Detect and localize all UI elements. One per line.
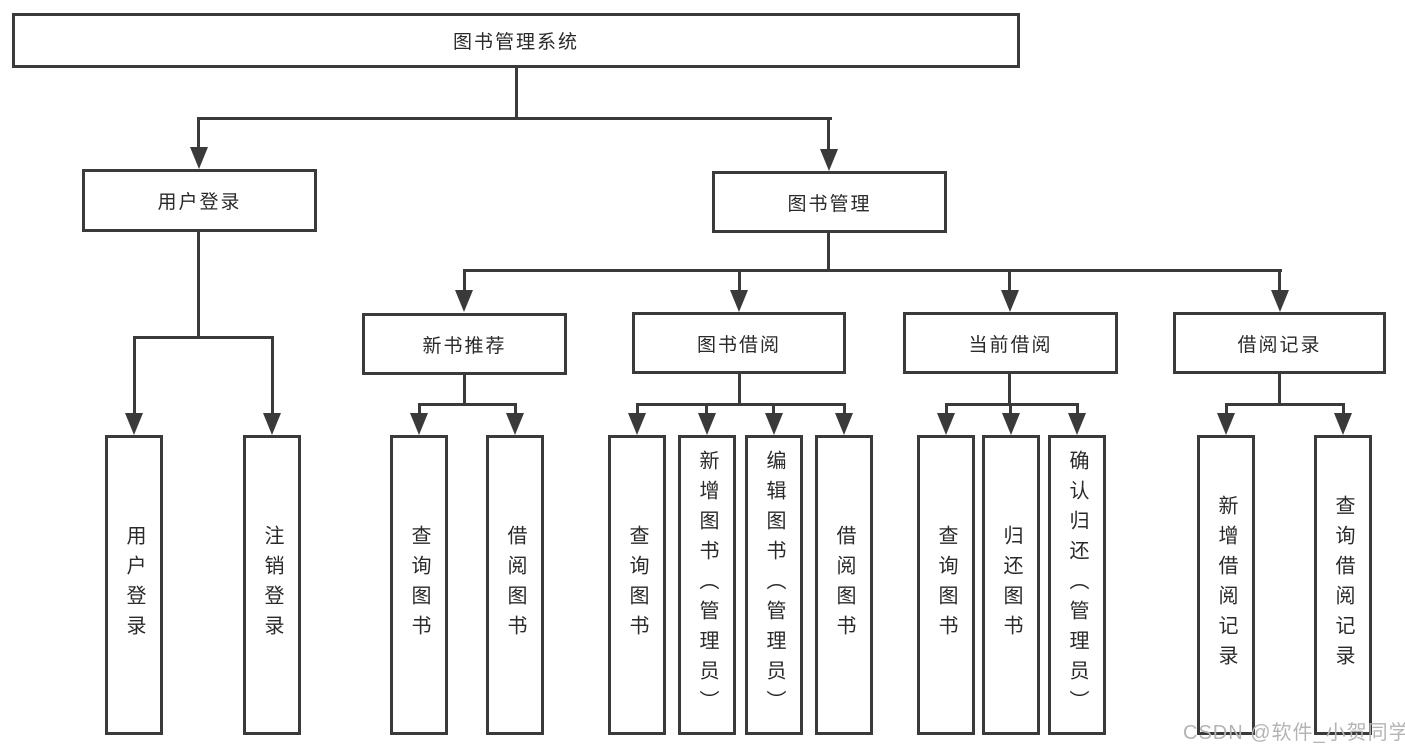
leaf-query-books-recommend: 查询图书 [390, 435, 448, 735]
connector-line [705, 403, 708, 415]
leaf-label: 确认归还（管理员） [1066, 450, 1088, 720]
leaf-label: 借阅图书 [833, 525, 855, 645]
node-label: 用户登录 [157, 192, 242, 213]
leaf-confirm-return-admin: 确认归还（管理员） [1048, 435, 1106, 735]
connector-line [945, 403, 948, 415]
connector-line [1278, 269, 1281, 292]
leaf-logout: 注销登录 [243, 435, 301, 735]
arrow-down-icon [1002, 413, 1020, 435]
arrow-down-icon [765, 413, 783, 435]
leaf-add-borrow-record: 新增借阅记录 [1197, 435, 1255, 735]
leaf-label: 编辑图书（管理员） [763, 450, 785, 720]
connector-line [636, 403, 639, 415]
watermark: CSDN @软件_小贺同学 [1183, 722, 1405, 744]
leaf-borrow-books: 借阅图书 [815, 435, 873, 735]
connector-line [738, 269, 741, 292]
arrow-down-icon [628, 413, 646, 435]
leaf-borrow-books-recommend: 借阅图书 [486, 435, 544, 735]
connector-line [515, 68, 518, 119]
node-borrow-records: 借阅记录 [1173, 312, 1386, 374]
leaf-label: 查询借阅记录 [1332, 495, 1354, 675]
connector-line [418, 403, 421, 415]
arrow-down-icon [820, 149, 838, 171]
leaf-add-books-admin: 新增图书（管理员） [678, 435, 736, 735]
leaf-query-borrow-record: 查询借阅记录 [1314, 435, 1372, 735]
node-user-login: 用户登录 [82, 169, 317, 232]
connector-line [843, 403, 846, 415]
leaf-label: 新增图书（管理员） [696, 450, 718, 720]
arrow-down-icon [410, 413, 428, 435]
arrow-down-icon [1271, 290, 1289, 312]
arrow-down-icon [937, 413, 955, 435]
node-label: 借阅记录 [1237, 334, 1322, 356]
connector-line [738, 374, 741, 406]
leaf-label: 新增借阅记录 [1215, 495, 1237, 675]
connector-line [1225, 403, 1228, 415]
leaf-query-books-borrow: 查询图书 [608, 435, 666, 735]
node-label: 图书管理系统 [452, 32, 579, 53]
connector-line [271, 336, 274, 415]
leaf-query-books-current: 查询图书 [917, 435, 975, 735]
leaf-label: 用户登录 [123, 525, 145, 645]
connector-line [133, 336, 136, 415]
connector-line [197, 117, 200, 147]
arrow-down-icon [1001, 290, 1019, 312]
leaf-label: 归还图书 [1000, 525, 1022, 645]
connector-line [463, 269, 466, 292]
arrow-down-icon [125, 413, 143, 435]
arrow-down-icon [263, 413, 281, 435]
leaf-label: 借阅图书 [504, 525, 526, 645]
arrow-down-icon [1334, 413, 1352, 435]
leaf-edit-books-admin: 编辑图书（管理员） [745, 435, 803, 735]
connector-line [418, 403, 517, 406]
connector-line [197, 232, 200, 339]
node-library-management-system: 图书管理系统 [12, 13, 1020, 68]
arrow-down-icon [506, 413, 524, 435]
leaf-label: 查询图书 [626, 525, 648, 645]
connector-line [133, 336, 274, 339]
node-label: 图书借阅 [696, 334, 781, 356]
arrow-down-icon [1068, 413, 1086, 435]
connector-line [1009, 403, 1012, 415]
node-current-borrow: 当前借阅 [903, 312, 1118, 374]
connector-line [198, 117, 832, 120]
connector-line [772, 403, 775, 415]
connector-line [1076, 403, 1079, 415]
arrow-down-icon [190, 147, 208, 169]
connector-line [1342, 403, 1345, 415]
connector-line [1008, 374, 1011, 406]
leaf-label: 查询图书 [408, 525, 430, 645]
leaf-label: 查询图书 [935, 525, 957, 645]
connector-line [827, 117, 830, 149]
arrow-down-icon [455, 290, 473, 312]
arrow-down-icon [1217, 413, 1235, 435]
connector-line [1008, 269, 1011, 292]
node-label: 图书管理 [787, 193, 872, 215]
node-new-book-recommend: 新书推荐 [362, 313, 567, 375]
leaf-user-login: 用户登录 [105, 435, 163, 735]
connector-line [636, 403, 846, 406]
leaf-return-books: 归还图书 [982, 435, 1040, 735]
connector-line [1225, 403, 1345, 406]
node-book-borrow: 图书借阅 [632, 312, 846, 374]
arrow-down-icon [730, 290, 748, 312]
connector-line [827, 233, 830, 272]
arrow-down-icon [698, 413, 716, 435]
connector-line [463, 375, 466, 406]
connector-line [514, 403, 517, 415]
connector-line [463, 269, 1282, 272]
node-label: 当前借阅 [968, 334, 1053, 356]
arrow-down-icon [835, 413, 853, 435]
node-book-management: 图书管理 [712, 171, 947, 233]
leaf-label: 注销登录 [261, 525, 283, 645]
connector-line [945, 403, 1079, 406]
node-label: 新书推荐 [422, 335, 507, 357]
connector-line [1278, 374, 1281, 406]
